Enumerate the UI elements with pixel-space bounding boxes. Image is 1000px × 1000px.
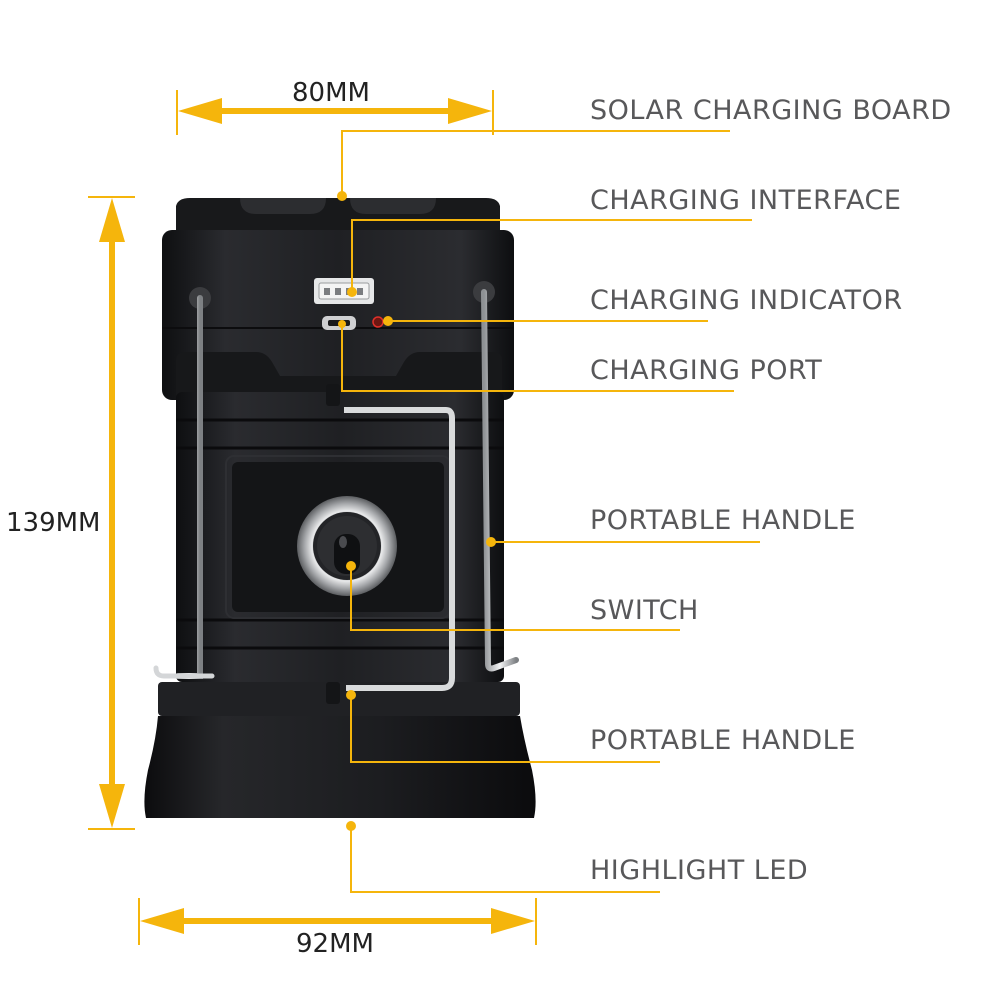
dimension-top-arrow: [176, 90, 494, 135]
switch-knob: [297, 496, 397, 596]
dot-charging-interface: [347, 287, 357, 297]
label-charging-interface: CHARGING INTERFACE: [590, 185, 902, 216]
label-solar-charging-board: SOLAR CHARGING BOARD: [590, 95, 952, 126]
dimension-bottom-arrow: [138, 898, 537, 945]
dot-portable-handle-side: [486, 537, 496, 547]
label-portable-handle-front: PORTABLE HANDLE: [590, 725, 856, 756]
side-handle-left: [153, 287, 215, 679]
label-portable-handle-side: PORTABLE HANDLE: [590, 505, 856, 536]
dimension-top-label: 80MM: [292, 78, 370, 108]
label-charging-indicator: CHARGING INDICATOR: [590, 285, 903, 316]
lantern: [144, 198, 536, 818]
top-cap: [176, 198, 500, 232]
dimension-height-arrow: [88, 196, 135, 830]
dot-portable-handle-front: [346, 690, 356, 700]
base-foot: [144, 716, 536, 818]
leader-switch: [350, 566, 680, 631]
usb-port: [314, 278, 374, 304]
leader-solar-charging-board: [341, 130, 730, 196]
side-handle-right: [473, 281, 519, 672]
dot-switch: [346, 561, 356, 571]
leader-charging-port: [341, 324, 734, 392]
dot-charging-indicator: [383, 316, 393, 326]
front-handle: [326, 384, 455, 704]
leader-highlight-led: [350, 826, 660, 893]
indicator-light: [372, 316, 384, 328]
top-cap-notch: [240, 198, 436, 214]
label-charging-port: CHARGING PORT: [590, 355, 823, 386]
leader-charging-interface: [351, 219, 752, 292]
leader-portable-handle-front: [350, 695, 660, 763]
dot-highlight-led: [346, 821, 356, 831]
dimension-height-label: 139MM: [6, 508, 101, 538]
dot-solar-charging-board: [337, 191, 347, 201]
dot-charging-port: [338, 320, 346, 328]
dimension-bottom-label: 92MM: [296, 929, 374, 959]
label-highlight-led: HIGHLIGHT LED: [590, 855, 809, 886]
label-switch: SWITCH: [590, 595, 699, 626]
